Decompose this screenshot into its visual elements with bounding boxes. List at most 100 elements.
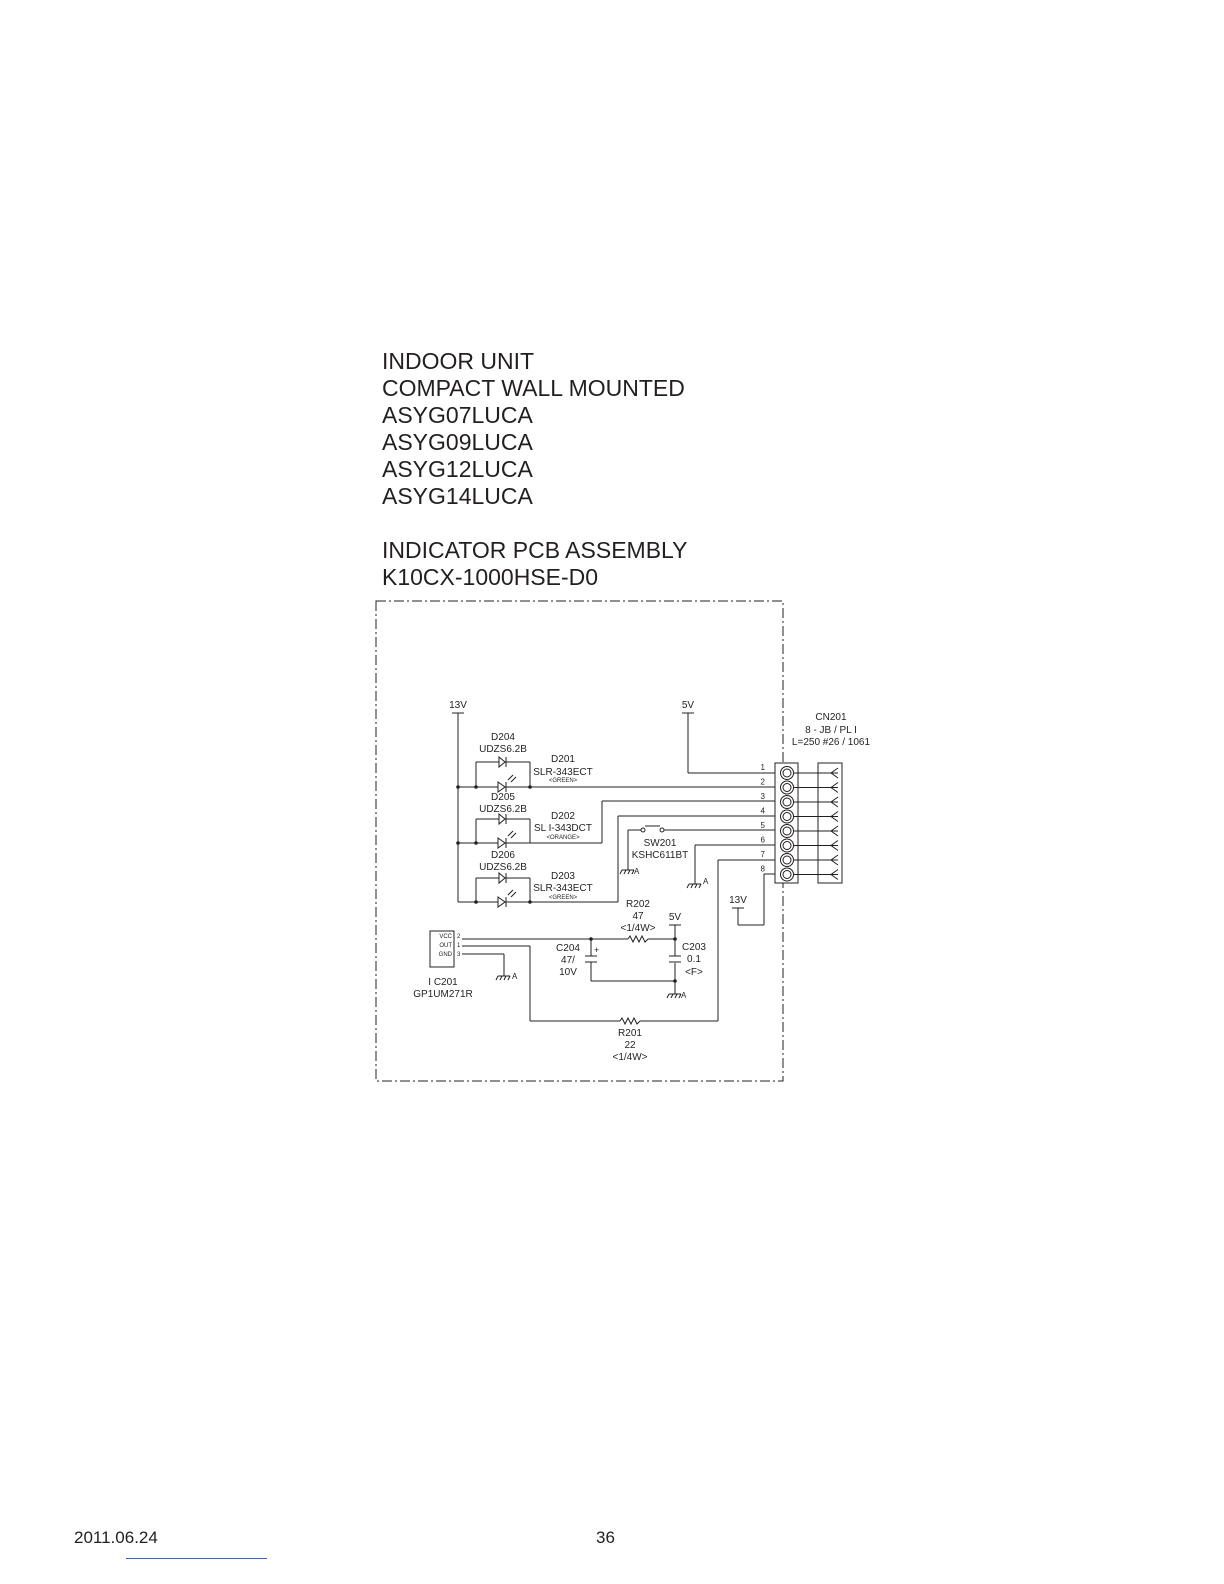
- c203-ref: C203: [682, 942, 706, 953]
- assembly-code: K10CX-1000HSE-D0: [382, 564, 599, 590]
- connector-pin-number: 2: [761, 778, 766, 787]
- connector-pin-number: 3: [761, 792, 766, 801]
- connector-pin: [780, 809, 794, 824]
- ic-pin-number: 2: [457, 934, 461, 940]
- led-d202-color: <ORANGE>: [546, 835, 580, 841]
- connector-pin: [780, 780, 794, 795]
- connector-pin: [780, 867, 794, 882]
- r202-value: 47: [632, 911, 644, 922]
- ground-icon: [666, 989, 682, 999]
- wires: [452, 712, 780, 1022]
- connector-socket: [830, 825, 839, 837]
- resistor-r201-symbol: [619, 1016, 641, 1026]
- ic-pin-vcc: VCC: [439, 934, 452, 940]
- r202-power: <1/4W>: [620, 923, 655, 934]
- c204-value: 47/: [561, 955, 575, 966]
- ground-icon: [495, 971, 511, 981]
- pcb-boundary: [375, 600, 784, 1082]
- led-d201-part: SLR-343ECT: [533, 767, 592, 778]
- ic-body: [429, 930, 455, 968]
- supply-13v-label: 13V: [729, 895, 747, 906]
- connector-pin-inner: [782, 812, 792, 821]
- ic-ref: I C201: [428, 977, 458, 988]
- schematic-labels: 13V 5V CN201 8 - JB / PL I L=250 #26 / 1…: [413, 700, 870, 1063]
- connector-socket: [830, 811, 839, 822]
- model-line-4: ASYG14LUCA: [382, 483, 533, 509]
- connector-socket: [830, 854, 839, 866]
- connector-socket: [830, 840, 839, 851]
- r201-ref: R201: [618, 1028, 642, 1039]
- led-d203-part: SLR-343ECT: [533, 883, 592, 894]
- footer-rule: [126, 1558, 267, 1559]
- connector-pin: [780, 795, 794, 809]
- c204-voltage: 10V: [559, 967, 577, 978]
- zener-diode-symbols: [498, 755, 507, 885]
- switch-contact-right: [659, 827, 665, 833]
- connector-pin-inner: [782, 841, 792, 850]
- zener-d205-ref: D205: [491, 792, 515, 803]
- led-d203-color: <GREEN>: [549, 895, 578, 901]
- ground-icon: [619, 865, 635, 875]
- ic-pin-number: 1: [457, 943, 461, 949]
- ground-icon: [686, 879, 702, 889]
- connector-pin-inner: [782, 797, 792, 807]
- r201-value: 22: [624, 1040, 636, 1051]
- connector-cable: L=250 #26 / 1061: [792, 737, 871, 748]
- c203-type: <F>: [685, 967, 703, 978]
- c203-value: 0.1: [687, 954, 701, 965]
- c204-polarity: +: [594, 945, 599, 955]
- r201-power: <1/4W>: [612, 1052, 647, 1063]
- connector-pin: [780, 853, 794, 867]
- supply-13v-label: 13V: [449, 700, 467, 711]
- connector-socket: [830, 869, 839, 880]
- led-d202-part: SL I-343DCT: [534, 823, 592, 834]
- heading-line-2: COMPACT WALL MOUNTED: [382, 375, 685, 401]
- connector-pin-number: 8: [761, 865, 766, 874]
- connector-spec: 8 - JB / PL I: [805, 725, 857, 736]
- footer-date: 2011.06.24: [74, 1528, 158, 1547]
- switch-contact-left: [640, 827, 646, 833]
- connector-pin-inner: [782, 768, 792, 778]
- ground-label: A: [634, 867, 640, 876]
- zener-d206-part: UDZS6.2B: [479, 862, 527, 873]
- connector-pin-inner: [782, 870, 792, 879]
- connector-pin-number: 4: [761, 807, 766, 816]
- switch-part: KSHC611BT: [632, 850, 689, 861]
- ic-part: GP1UM271R: [413, 989, 472, 1000]
- connector-pin-number: 5: [761, 821, 766, 830]
- led-d201-ref: D201: [551, 754, 575, 765]
- zener-d205-part: UDZS6.2B: [479, 804, 527, 815]
- zener-d204-part: UDZS6.2B: [479, 744, 527, 755]
- zener-d206-ref: D206: [491, 850, 515, 861]
- connector-cn201-symbol: 1 2 3 4 5 6 7 8: [761, 762, 843, 884]
- supply-5v-label: 5V: [669, 912, 682, 923]
- connector-socket: [830, 782, 839, 793]
- ground-label: A: [681, 991, 687, 1000]
- led-d203-ref: D203: [551, 871, 575, 882]
- connector-pin-inner: [782, 783, 792, 792]
- connector-pin-number: 6: [761, 836, 766, 845]
- connector-pin-inner: [782, 855, 792, 865]
- ground-label: A: [512, 972, 518, 981]
- connector-socket: [830, 796, 839, 808]
- supply-5v-label: 5V: [682, 700, 695, 711]
- resistor-r202-symbol: [627, 934, 649, 944]
- page-number: 36: [596, 1528, 615, 1547]
- connector-ref: CN201: [815, 712, 847, 723]
- model-line-2: ASYG09LUCA: [382, 429, 533, 455]
- connector-pin-number: 1: [761, 763, 766, 772]
- connector-socket: [830, 767, 839, 779]
- ic-pin-number: 3: [457, 952, 461, 958]
- connector-pin-number: 7: [761, 850, 766, 859]
- led-d201-color: <GREEN>: [549, 778, 578, 784]
- c204-ref: C204: [556, 943, 580, 954]
- junctions: [456, 785, 677, 983]
- assembly-title: INDICATOR PCB ASSEMBLY: [382, 537, 688, 563]
- heading-line-1: INDOOR UNIT: [382, 348, 535, 374]
- document-heading: INDOOR UNIT COMPACT WALL MOUNTED ASYG07L…: [382, 348, 687, 591]
- r202-ref: R202: [626, 899, 650, 910]
- connector-pin: [780, 838, 794, 853]
- led-symbols: [497, 774, 517, 908]
- led-d202-ref: D202: [551, 811, 575, 822]
